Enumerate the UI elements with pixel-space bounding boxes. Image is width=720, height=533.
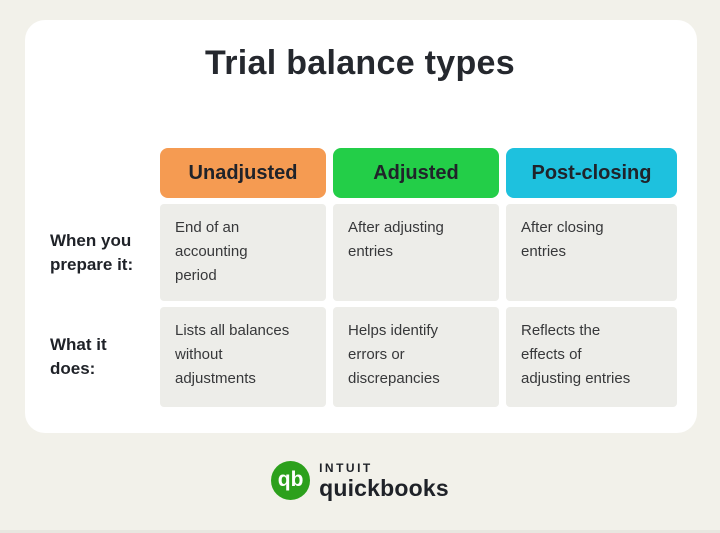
column-header-label: Adjusted — [373, 161, 459, 184]
page-title: Trial balance types — [205, 44, 515, 82]
column-header-adjusted: Adjusted — [333, 148, 499, 198]
comparison-table: Unadjusted Adjusted Post-closing When yo… — [48, 148, 677, 407]
brand-footer: qb INTUIT quickbooks — [0, 461, 720, 500]
bottom-edge-divider — [0, 530, 720, 533]
table-cell-adjusted-what: Helps identify errors or discrepancies — [333, 307, 499, 407]
quickbooks-logo-icon: qb — [271, 461, 311, 500]
column-header-label: Post-closing — [531, 161, 652, 184]
table-cell-unadjusted-when: End of an accounting period — [160, 204, 326, 301]
row-label-what-it-does: What it does: — [50, 335, 107, 378]
qb-monogram: qb — [277, 468, 304, 491]
table-cell-post-closing-when: After closing entries — [506, 204, 677, 301]
column-header-label: Unadjusted — [188, 161, 298, 184]
brand-wordmark: INTUIT quickbooks — [319, 462, 449, 500]
row-label-when-you-prepare-it: When you prepare it: — [50, 230, 134, 274]
table-cell-adjusted-when: After adjusting entries — [333, 204, 499, 301]
table-cell-post-closing-what: Reflects the effects of adjusting entrie… — [506, 307, 677, 407]
quickbooks-wordmark: quickbooks — [319, 474, 449, 501]
corner-spacer — [48, 148, 153, 198]
table-cell-unadjusted-what: Lists all balances without adjustments — [160, 307, 326, 407]
intuit-wordmark: INTUIT — [319, 460, 373, 475]
column-header-post-closing: Post-closing — [506, 148, 677, 198]
column-header-unadjusted: Unadjusted — [160, 148, 326, 198]
